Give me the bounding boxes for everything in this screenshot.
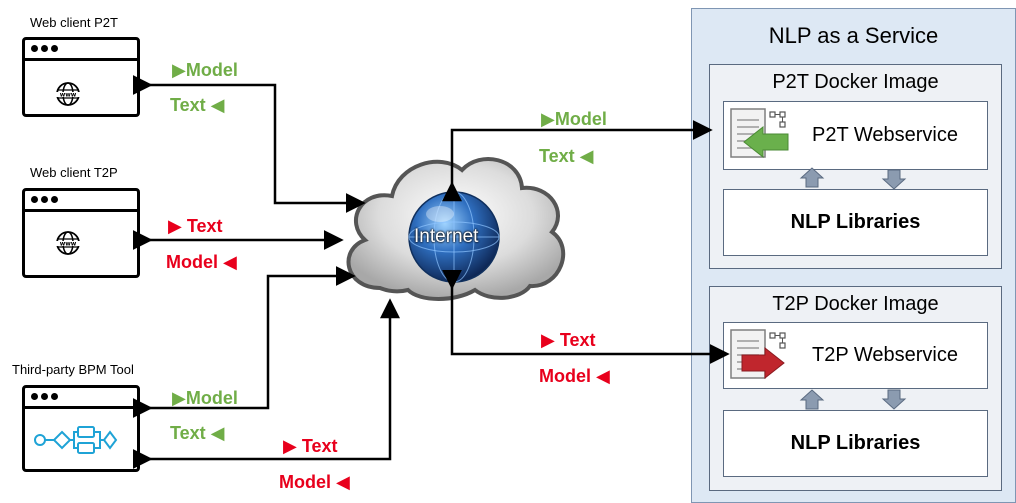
nlp-service-title: NLP as a Service [768,23,939,48]
svg-text:www: www [60,241,77,248]
t2p-webservice-label: T2P Webservice [812,344,958,366]
bpm2-text-label: ▶ Text [283,436,338,456]
p2t-service-connector [442,120,713,202]
t2p-client-text-label: ▶ Text [168,216,223,236]
connectors [132,75,730,469]
web-client-t2p-globe-icon: www [56,231,80,255]
p2t-libraries-box: NLP Libraries [723,189,988,256]
p2t-client-connector [132,75,366,213]
p2t-webservice-label: P2T Webservice [812,124,958,146]
t2p-libraries-box: NLP Libraries [723,410,988,477]
p2t-document-arrow-icon [730,108,789,159]
web-client-p2t-globe-icon: www [56,82,80,106]
t2p-service-connector [442,269,730,364]
t2p-client-model-label: Model ◀ [166,252,237,272]
p2t-client-text-label: Text ◀ [170,95,225,115]
web-client-p2t-title: Web client P2T [30,15,118,30]
bpm-text-label: Text ◀ [170,423,225,443]
bpm-tool-title: Third-party BPM Tool [12,362,134,377]
internet-label: Internet [414,226,479,247]
web-client-t2p-title: Web client T2P [30,165,118,180]
p2t-client-model-label: ▶Model [172,60,238,80]
t2p-docker-title: T2P Docker Image [772,293,939,315]
bpmn-process-icon [34,426,118,454]
svc-p2t-text-label: Text ◀ [539,146,594,166]
bpm2-model-label: Model ◀ [279,472,350,492]
svc-p2t-model-label: ▶Model [541,109,607,129]
p2t-libraries-label: NLP Libraries [790,211,921,233]
p2t-docker-title: P2T Docker Image [772,71,939,93]
svc-t2p-text-label: ▶ Text [541,330,596,350]
bpm-text-connector [132,298,400,469]
t2p-internal-arrows [799,389,907,410]
bpm-model-label: ▶Model [172,388,238,408]
web-client-t2p-window [22,188,140,278]
web-client-p2t-window [22,37,140,117]
p2t-internal-arrows [799,167,907,190]
t2p-document-arrow-icon [730,329,786,380]
t2p-libraries-label: NLP Libraries [790,432,921,454]
globe-icon [408,191,500,283]
svc-t2p-model-label: Model ◀ [539,366,610,386]
svg-text:www: www [60,92,77,99]
